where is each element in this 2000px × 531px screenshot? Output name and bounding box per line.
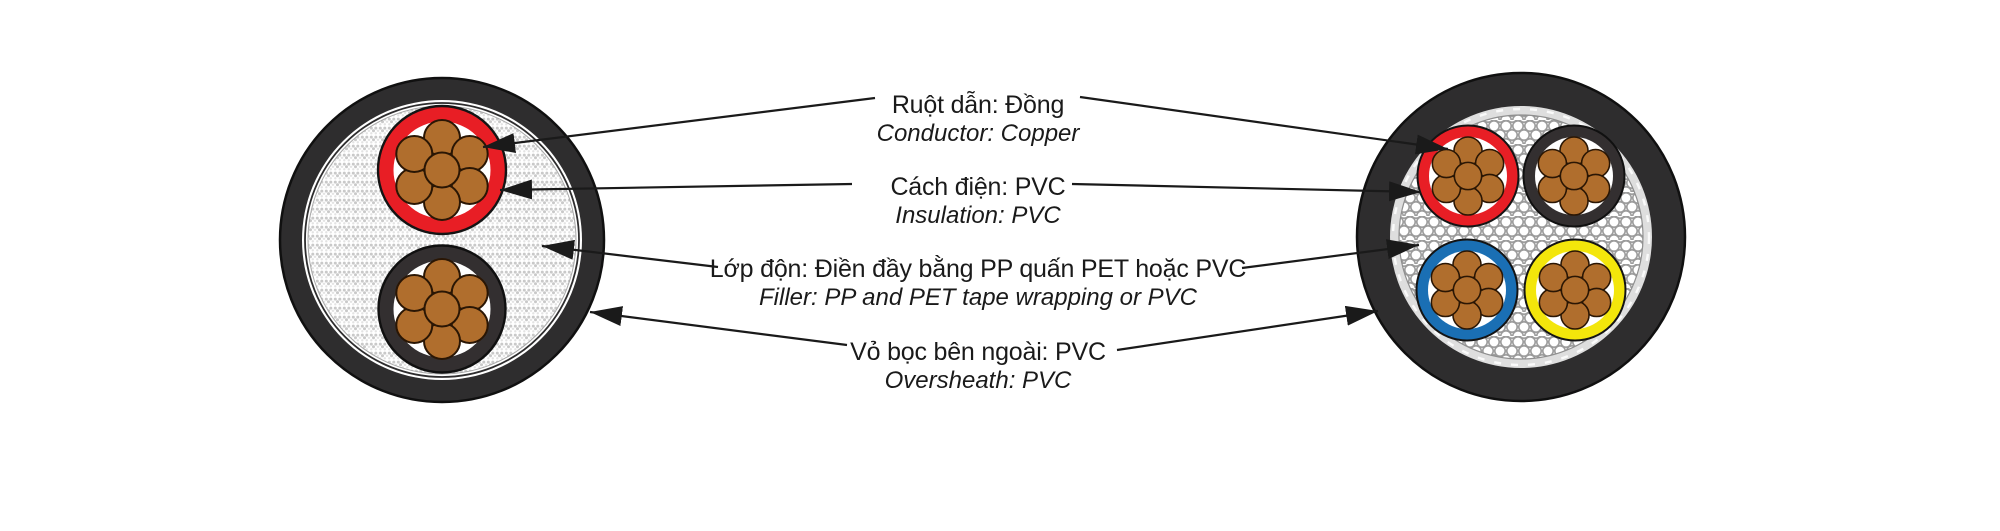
right-core-black bbox=[1522, 124, 1626, 228]
left-core-red bbox=[376, 104, 508, 236]
leader-oversheath-right bbox=[1116, 305, 1379, 352]
left-core-black bbox=[377, 244, 507, 374]
right-core-yellow bbox=[1523, 238, 1627, 342]
leader-filler-right bbox=[1241, 239, 1420, 270]
right-cable-cross-section bbox=[1355, 71, 1687, 403]
leader-insulation-left bbox=[499, 179, 853, 200]
right-core-blue bbox=[1415, 238, 1519, 342]
leader-conductor-left bbox=[482, 96, 876, 153]
leader-filler-left bbox=[541, 239, 719, 269]
right-core-red bbox=[1416, 124, 1520, 228]
leader-oversheath-left bbox=[589, 306, 848, 347]
leader-conductor-right bbox=[1079, 95, 1449, 155]
left-cable-cross-section bbox=[278, 76, 606, 404]
leader-insulation-right bbox=[1071, 181, 1422, 202]
leader-lines bbox=[482, 95, 1449, 352]
